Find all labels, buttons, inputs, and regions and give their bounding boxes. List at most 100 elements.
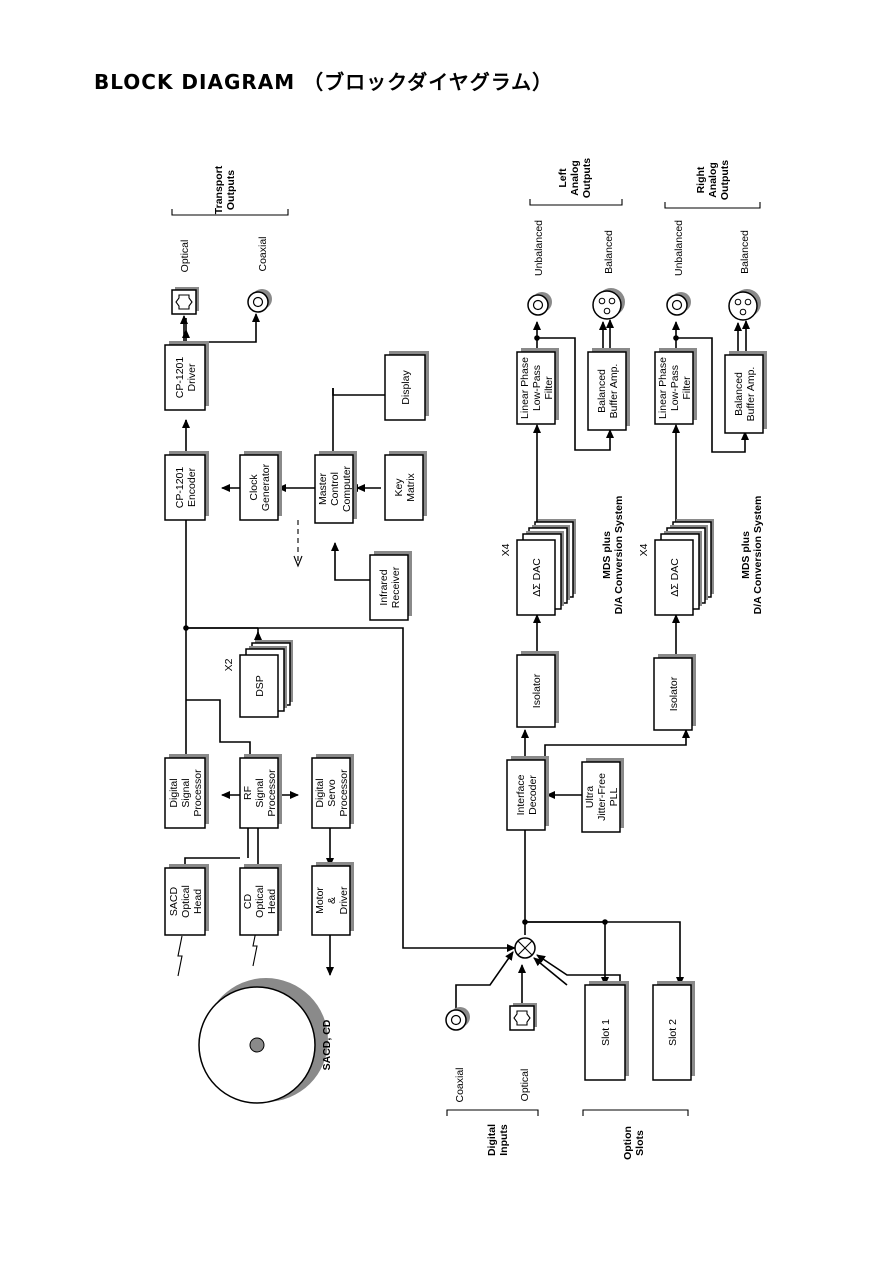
mds-left-label-line: MDS plus [601, 531, 613, 579]
lowpass-filter-right-label-line: Filter [681, 376, 693, 400]
key-matrix-box [384, 454, 424, 521]
optical-output-jack [171, 287, 199, 315]
slot-2-label: Slot 2 [667, 1019, 679, 1046]
dac-left: ΔΣ DAC [516, 519, 576, 616]
cp1201-driver-box [164, 344, 206, 411]
digital-servo-processor-label-line: Processor [338, 769, 350, 817]
clock-generator-label-line: Clock [248, 474, 260, 501]
balanced-right-jack [728, 289, 761, 321]
lowpass-filter-left-label-line: Low-Pass [531, 365, 543, 411]
coaxial-output-label-line: Coaxial [257, 236, 269, 271]
balanced-right-jack-pin [744, 298, 752, 306]
unbalanced-left-label: Unbalanced [533, 220, 545, 276]
dac-left-multiplier: X4 [500, 543, 512, 556]
unbalanced-left-jack [527, 292, 552, 316]
isolator-left-box [516, 654, 556, 728]
buffer-amp-left-label-line: Buffer Amp. [608, 364, 620, 419]
slot-1: Slot 1 [584, 981, 629, 1081]
disc-hub [249, 1037, 265, 1053]
transport-outputs-label-line: Transport [213, 165, 225, 214]
wire-ir-mcc [331, 542, 370, 581]
balanced-left-jack-pin [598, 297, 606, 305]
dac-right: ΔΣ DAC [654, 519, 714, 616]
cp1201-driver-label-line: CP-1201 [174, 357, 186, 399]
wire-mcc-display [332, 388, 390, 396]
rf-signal-processor-label-line: Signal [254, 778, 266, 807]
key-matrix-label-line: Matrix [405, 472, 417, 501]
unbalanced-right-label: Unbalanced [673, 220, 685, 276]
option-slots-label-line: Slots [634, 1130, 646, 1156]
right-outputs-label-line: Outputs [719, 160, 731, 200]
motor-driver-label-line: Motor [314, 887, 326, 914]
coaxial-output-label: Coaxial [257, 236, 269, 271]
sacd-optical-head-label-line: Optical [180, 885, 192, 918]
transport-outputs-bracket [171, 209, 289, 216]
isolator-left-label: Isolator [531, 673, 543, 708]
buffer-amp-left-box [587, 351, 627, 431]
balanced-right-jack-pin [734, 298, 742, 306]
interface-decoder-box [506, 759, 546, 831]
buffer-amp-right-box [724, 354, 764, 434]
laser-beam [177, 935, 183, 977]
coaxial-input-label: Coaxial [454, 1067, 466, 1102]
dac-left-label: ΔΣ DAC [531, 558, 543, 597]
wire-lpf-buf-l [537, 337, 614, 451]
balanced-left-jack-body [592, 290, 622, 320]
slot-1-label: Slot 1 [600, 1019, 612, 1046]
buffer-amp-left-label-line: Balanced [596, 369, 608, 413]
digital-servo-processor-label-line: Servo [326, 779, 338, 807]
coaxial-input-jack-pin [450, 1014, 462, 1026]
left-outputs-label-line: Outputs [581, 158, 593, 198]
transport-outputs-label-line: Outputs [225, 170, 237, 210]
clock-generator-box [239, 454, 279, 521]
infrared-receiver-box [369, 554, 409, 621]
balanced-right-label-line: Balanced [739, 230, 751, 274]
digital-servo-processor-box [311, 757, 351, 829]
optical-input-jack [509, 1003, 537, 1031]
motor-driver-label: Motor&Driver [314, 886, 350, 915]
lowpass-filter-left-box [516, 351, 556, 425]
cd-optical-head-label-line: CD [242, 894, 254, 910]
mds-right-label-line: D/A Conversion System [752, 496, 764, 615]
dac-right-label: ΔΣ DAC [669, 558, 681, 597]
mds-left-label-line: D/A Conversion System [613, 496, 625, 615]
disc-icon [198, 978, 328, 1104]
dsp-x2-multiplier: X2 [223, 658, 235, 671]
isolator-left: Isolator [516, 651, 559, 728]
wire-bus-switch [186, 627, 516, 952]
coaxial-output-jack-pin [252, 296, 264, 308]
junction-dot [602, 919, 608, 925]
cp1201-encoder-box [164, 454, 206, 521]
dsp-x2-label: DSP [254, 675, 266, 697]
motor-driver: Motor&Driver [311, 862, 354, 936]
slot-2: Slot 2 [652, 981, 695, 1081]
balanced-left-label: Balanced [603, 230, 615, 274]
ultra-jitter-free-pll-label-line: Jitter-Free [596, 773, 608, 821]
lowpass-filter-left-label-line: Filter [543, 376, 555, 400]
motor-driver-label-line: Driver [338, 886, 350, 915]
cp1201-encoder-label-line: Encoder [186, 467, 198, 507]
optical-input-label: Optical [519, 1069, 531, 1102]
wire-switch-slot2 [525, 921, 684, 986]
